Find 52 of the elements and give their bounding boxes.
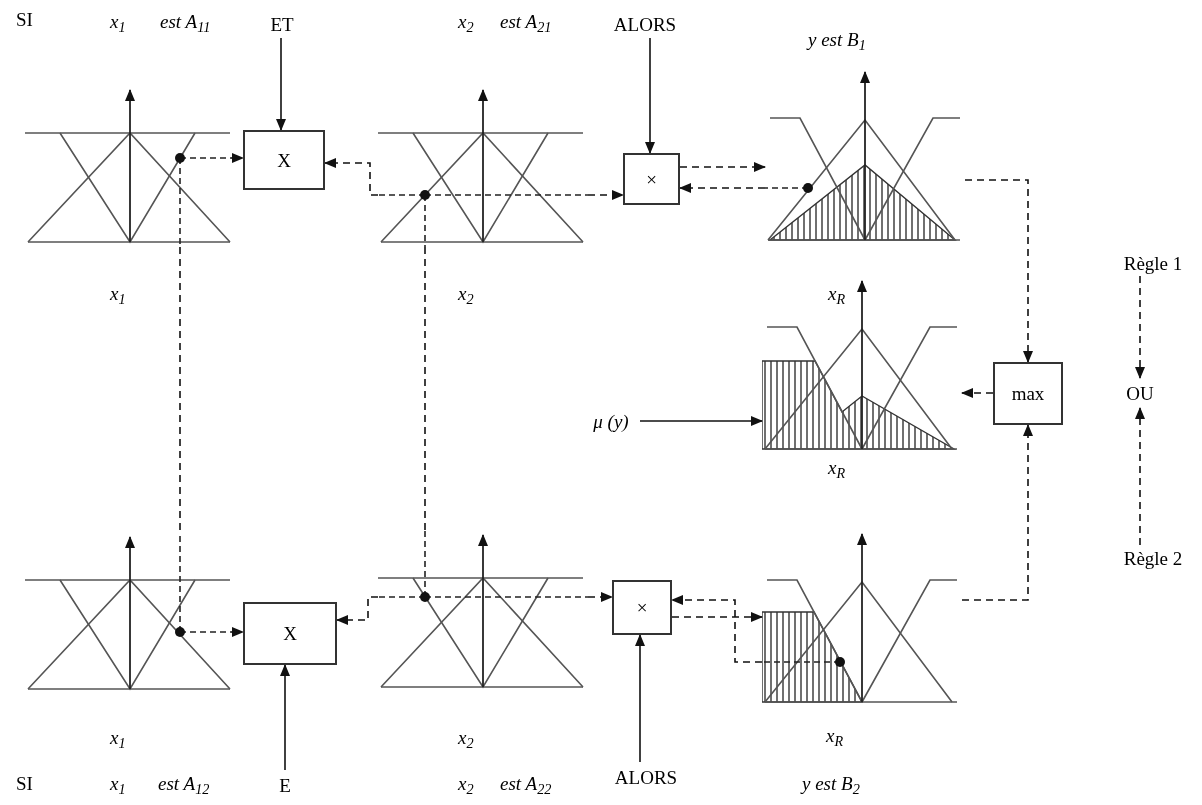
keyword-label: ALORS xyxy=(600,10,690,38)
keyword-label: E xyxy=(270,770,300,800)
keyword-label: OU xyxy=(1118,378,1162,408)
dashed-arrow xyxy=(587,592,613,602)
dashed-arrow xyxy=(671,612,763,622)
rule-label: Règle 1 xyxy=(1106,250,1200,276)
variable-label: y est B$_{1}$ xyxy=(808,28,866,52)
variable-label: est A$_{21}$ xyxy=(500,10,552,34)
product-operator-box: × xyxy=(612,580,672,635)
variable-label: est A$_{11}$ xyxy=(160,10,211,34)
keyword-label: SI xyxy=(16,8,33,32)
variable-label: x$_{1}$ xyxy=(110,282,126,306)
dashed-arrow xyxy=(679,183,766,193)
rule-label: Règle 2 xyxy=(1106,545,1200,571)
variable-label: x$_{1}$ xyxy=(110,772,126,796)
variable-label: est A$_{12}$ xyxy=(158,772,210,796)
dashed-arrow xyxy=(336,596,379,625)
variable-label: x$_{R}$ xyxy=(826,724,844,748)
product-operator-box: × xyxy=(623,153,680,205)
variable-label: x$_{R}$ xyxy=(828,456,846,480)
variable-label: x$_{1}$ xyxy=(110,10,126,34)
dashed-arrow xyxy=(961,424,1033,601)
variable-label: x$_{2}$ xyxy=(458,282,474,306)
product-operator-box: X xyxy=(243,130,325,190)
dashed-arrow xyxy=(230,153,244,163)
dashed-arrow xyxy=(1135,275,1145,379)
dashed-arrow xyxy=(587,190,624,200)
variable-label: x$_{1}$ xyxy=(110,726,126,750)
variable-label: x$_{2}$ xyxy=(458,772,474,796)
arrow xyxy=(280,664,290,771)
dashed-arrow xyxy=(1135,407,1145,546)
dashed-arrow xyxy=(671,595,763,663)
arrow xyxy=(635,634,645,763)
variable-label: est A$_{22}$ xyxy=(500,772,552,796)
keyword-label: ALORS xyxy=(604,762,688,792)
membership-label: μ (y) xyxy=(582,405,640,437)
dashed-arrow xyxy=(230,627,244,637)
product-operator-box: X xyxy=(243,602,337,665)
variable-label: x$_{2}$ xyxy=(458,726,474,750)
dashed-arrow xyxy=(961,388,994,398)
arrow xyxy=(645,37,655,154)
dashed-arrow xyxy=(964,179,1033,363)
keyword-label: ET xyxy=(265,10,299,38)
variable-label: y est B$_{2}$ xyxy=(802,772,860,796)
variable-label: x$_{2}$ xyxy=(458,10,474,34)
arrow xyxy=(276,37,286,131)
keyword-label: SI xyxy=(16,772,33,796)
dashed-arrow xyxy=(679,162,766,172)
dashed-arrow xyxy=(324,158,379,196)
arrow xyxy=(639,416,763,426)
variable-label: x$_{R}$ xyxy=(828,282,846,306)
max-operator-box: max xyxy=(993,362,1063,425)
